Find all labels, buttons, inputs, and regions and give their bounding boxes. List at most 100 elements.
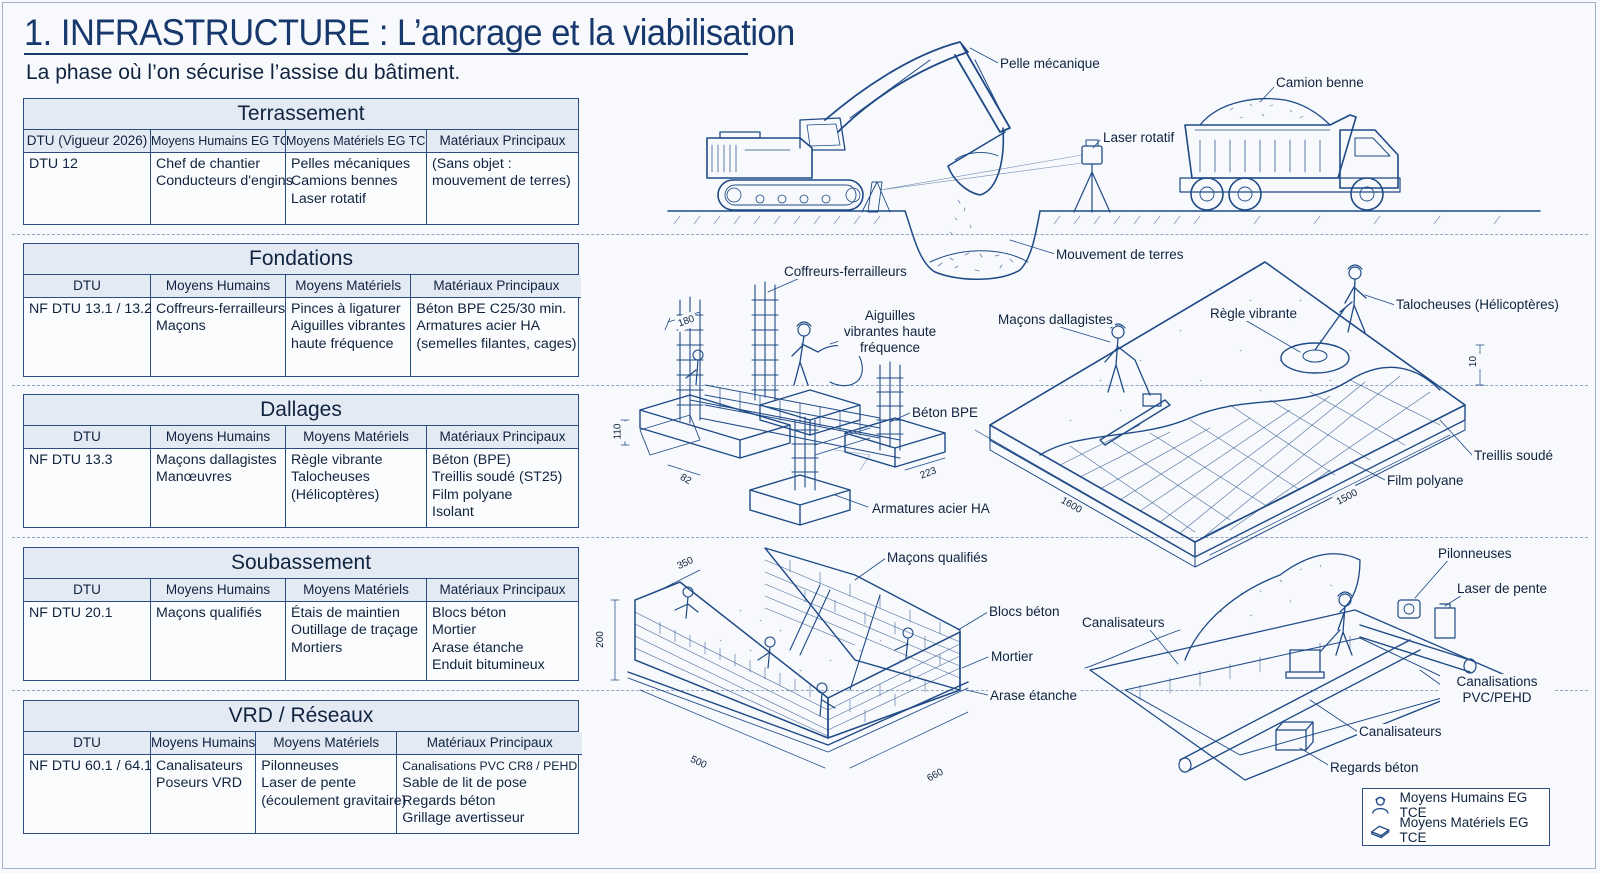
materiels-item: Mortiers (291, 639, 343, 656)
section-title: Dallages (24, 395, 578, 426)
label-pilonneuses: Pilonneuses (1436, 546, 1514, 561)
section-fondations: Fondations DTU NF DTU 13.1 / 13.2 Moyens… (23, 243, 582, 377)
separator (12, 234, 1588, 235)
label-aiguilles-vibrantes: Aiguilles vibrantes haute fréquence (838, 308, 942, 356)
materiaux-item: Arase étanche (432, 639, 524, 656)
dimension-200: 200 (592, 629, 608, 650)
section-vrd: VRD / Réseaux DTU NF DTU 60.1 / 64.1 Moy… (23, 700, 583, 834)
materiaux-item: Mortier (432, 622, 477, 639)
excavation-scene (667, 41, 1541, 280)
label-laser-rotatif: Laser rotatif (1101, 130, 1177, 145)
vrd-trench-scene (1084, 553, 1506, 781)
materiels-item: Règle vibrante (291, 452, 383, 468)
dtu-value: NF DTU 60.1 / 64.1 (29, 758, 153, 774)
materiels-item: Pinces à ligaturer (291, 301, 401, 317)
label-talocheuses: Talocheuses (Hélicoptères) (1394, 297, 1561, 312)
dtu-value: NF DTU 13.1 / 13.2 (29, 301, 153, 317)
humains-item: Coffreurs-ferrailleurs (156, 301, 286, 317)
materiaux-item: Treillis soudé (ST25) (432, 469, 563, 486)
materiaux-item: (Sans objet : (432, 156, 512, 172)
label-macons-dallagistes: Maçons dallagistes (996, 312, 1115, 327)
section-dallages: Dallages DTU NF DTU 13.3 Moyens Humains … (23, 394, 579, 528)
legend: Moyens Humains EG TCE Moyens Matériels E… (1362, 788, 1550, 846)
materiaux-item: Canalisations PVC CR8 / PEHD (402, 759, 578, 773)
materiaux-item: Béton BPE C25/30 min. (416, 301, 567, 317)
materiaux-item: Grillage avertisseur (402, 810, 525, 827)
materiaux-item: (semelles filantes, cages) (416, 335, 577, 352)
foundation-wall-scene (610, 547, 989, 769)
col-header-humains: Moyens Humains (151, 579, 285, 602)
label-treillis-soude: Treillis soudé (1472, 448, 1556, 463)
materiels-item: Talocheuses (291, 469, 370, 486)
materiaux-item: Béton (BPE) (432, 452, 511, 468)
col-header-humains: Moyens Humains (151, 275, 285, 298)
humains-item: Chef de chantier (156, 156, 261, 172)
col-header-dtu: DTU (24, 426, 150, 449)
materiels-item: (Hélicoptères) (291, 486, 380, 503)
slab-scene (974, 261, 1485, 568)
materiels-item: Outillage de traçage (291, 622, 418, 639)
col-header-dtu: DTU (24, 732, 150, 755)
label-mouvement-terres: Mouvement de terres (1054, 247, 1186, 262)
col-header-materiels: Moyens Matériels EG TCE (286, 130, 426, 153)
label-pelle-mecanique: Pelle mécanique (998, 56, 1102, 71)
legend-label: Moyens Humains EG TCE (1399, 790, 1528, 820)
dimension-110: 110 (610, 421, 626, 442)
col-header-materiels: Moyens Matériels (286, 579, 426, 602)
label-camion-benne: Camion benne (1274, 75, 1366, 90)
label-arase-etanche: Arase étanche (988, 688, 1080, 703)
label-regards-beton: Regards béton (1328, 760, 1421, 775)
materiels-item: Étais de maintien (291, 605, 400, 621)
tool-icon (1370, 825, 1391, 839)
humains-item: Maçons (156, 318, 206, 335)
dtu-value: NF DTU 20.1 (29, 605, 113, 621)
label-beton-bpe: Béton BPE (910, 405, 981, 420)
col-header-dtu: DTU (24, 579, 150, 602)
section-title: Terrassement (24, 99, 578, 130)
legend-item-materiels: Moyens Matériels EG TCE (1369, 815, 1549, 845)
page-title: 1. INFRASTRUCTURE : L’ancrage et la viab… (24, 12, 795, 53)
col-header-dtu: DTU (24, 275, 150, 298)
materiels-item: Laser de pente (261, 775, 356, 792)
dimension-10: 10 (1466, 353, 1482, 370)
title-underline (24, 53, 748, 55)
materiels-item: Pilonneuses (261, 758, 339, 774)
legend-item-humains: Moyens Humains EG TCE (1369, 790, 1549, 820)
col-header-materiels: Moyens Matériels (286, 275, 411, 298)
label-canalisateurs: Canalisateurs (1357, 724, 1444, 739)
separator (12, 690, 1588, 691)
section-soubassement: Soubassement DTU NF DTU 20.1 Moyens Huma… (23, 547, 579, 681)
section-title: VRD / Réseaux (24, 701, 578, 732)
worker-icon (1372, 796, 1389, 814)
label-macons-qualifies: Maçons qualifiés (885, 550, 990, 565)
materiaux-item: Sable de lit de pose (402, 775, 527, 792)
col-header-materiaux: Matériaux Principaux (427, 426, 578, 449)
label-film-polyane: Film polyane (1385, 473, 1466, 488)
materiels-item: Camions bennes (291, 173, 398, 190)
dtu-value: DTU 12 (29, 156, 78, 172)
materiaux-item: Blocs béton (432, 605, 507, 621)
humains-item: Maçons qualifiés (156, 605, 262, 621)
col-header-humains: Moyens Humains EG TCE (151, 130, 285, 153)
materiels-item: Aiguilles vibrantes (291, 318, 406, 335)
foundations-scene (620, 277, 946, 526)
label-canalisateurs: Canalisateurs (1080, 615, 1167, 630)
materiaux-item: Isolant (432, 504, 474, 521)
col-header-materiaux: Matériaux Principaux (411, 275, 582, 298)
page-subtitle: La phase où l’on sécurise l’assise du bâ… (26, 61, 461, 84)
dtu-value: NF DTU 13.3 (29, 452, 113, 468)
col-header-humains: Moyens Humains (151, 732, 256, 755)
separator (12, 537, 1588, 538)
label-mortier: Mortier (989, 649, 1036, 664)
separator (12, 385, 1588, 386)
materiaux-item: Armatures acier HA (416, 318, 541, 335)
humains-item: Maçons dallagistes (156, 452, 277, 468)
materiels-item: (écoulement gravitaire) (261, 792, 407, 809)
col-header-materiaux: Matériaux Principaux (427, 130, 578, 153)
section-title: Soubassement (24, 548, 578, 579)
col-header-dtu: DTU (Vigueur 2026) (24, 130, 150, 153)
materiaux-item: Enduit bitumineux (432, 657, 545, 674)
humains-item: Canalisateurs (156, 758, 243, 774)
